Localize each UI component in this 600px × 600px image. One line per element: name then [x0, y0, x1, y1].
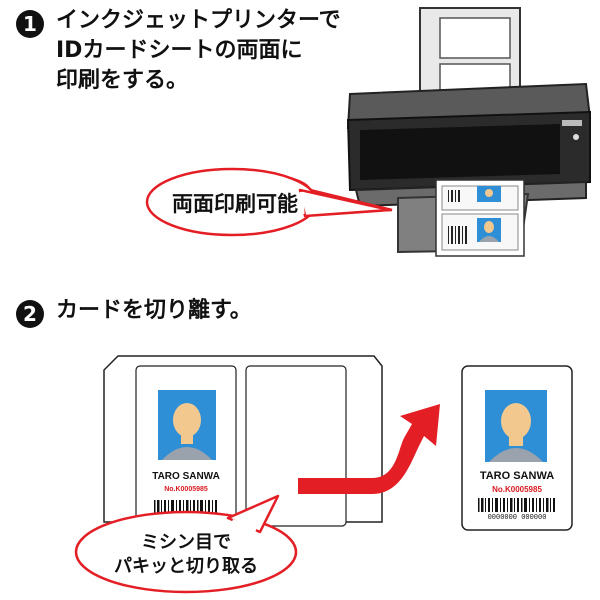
sheet-card-number: No.K0005985 [164, 486, 208, 493]
step-1-badge: 1 [16, 10, 44, 38]
bubble-2-line-1: ミシン目で [141, 532, 231, 553]
separated-card-name: TARO SANWA [479, 470, 555, 482]
bubble-2-line-2: パキッと切り取る [114, 556, 258, 577]
separated-card-number: No.K0005985 [492, 485, 542, 494]
separated-card-barcode-digits: 0000000 000000 [487, 514, 547, 522]
step-2-badge: 2 [16, 300, 44, 328]
step-2-instruction: カードを切り離す。 [56, 298, 252, 323]
bubble-1-label: 両面印刷可能 [172, 192, 298, 216]
step-1-instruction: インクジェットプリンターで IDカードシートの両面に 印刷をする。 [56, 8, 341, 93]
sheet-card-name: TARO SANWA [152, 471, 220, 482]
